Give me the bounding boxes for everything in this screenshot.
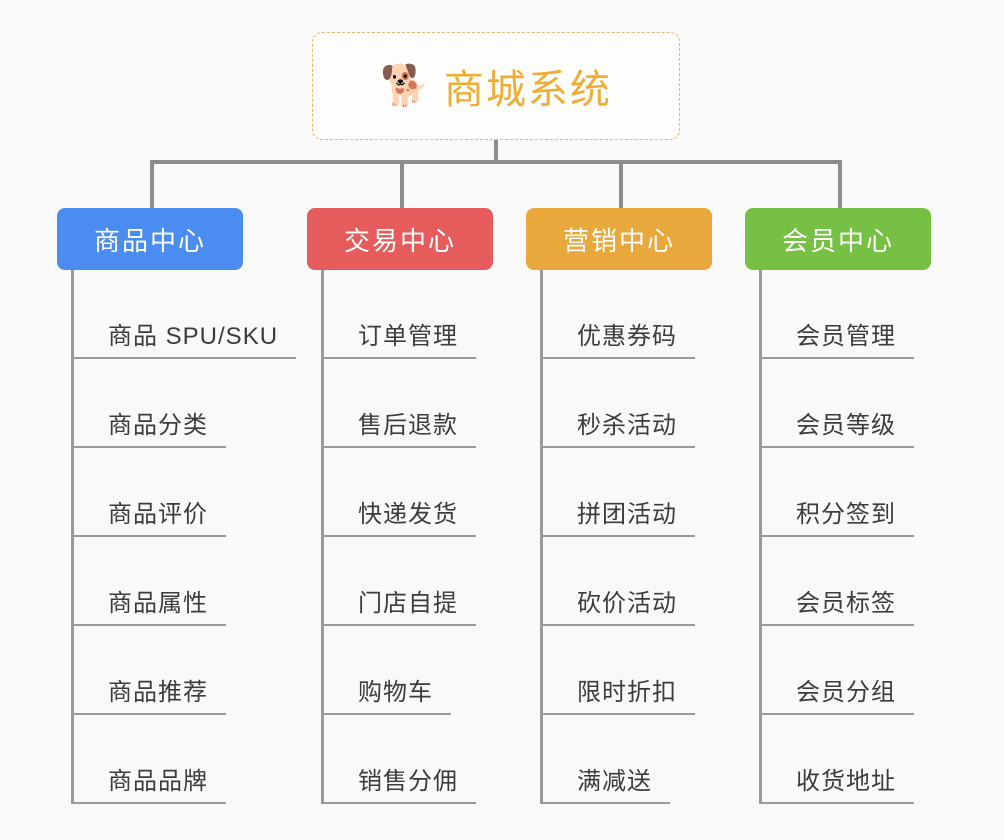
leaf-underline: 满减送: [543, 761, 670, 804]
leaf-item[interactable]: 砍价活动: [543, 537, 712, 626]
leaf-item[interactable]: 商品评价: [74, 448, 243, 537]
leaf-underline: 商品属性: [74, 583, 226, 626]
leaf-label: 满减送: [577, 768, 652, 795]
leaf-underline: 会员等级: [762, 405, 914, 448]
leaf-item[interactable]: 限时折扣: [543, 626, 712, 715]
shiba-dog-icon: 🐕: [380, 63, 430, 109]
connector-drop-member-center: [838, 160, 842, 208]
leaf-underline: 收货地址: [762, 761, 914, 804]
connector-root-stem: [494, 140, 498, 164]
column-marketing-center: 营销中心优惠券码秒杀活动拼团活动砍价活动限时折扣满减送: [526, 208, 712, 804]
leaf-label: 销售分佣: [358, 768, 458, 795]
leaf-label: 购物车: [358, 679, 433, 706]
column-member-center: 会员中心会员管理会员等级积分签到会员标签会员分组收货地址: [745, 208, 931, 804]
leaf-underline: 购物车: [324, 672, 451, 715]
leaf-item[interactable]: 销售分佣: [324, 715, 493, 804]
leaf-underline: 订单管理: [324, 316, 476, 359]
leaf-label: 商品品牌: [108, 768, 208, 795]
leaf-item[interactable]: 订单管理: [324, 270, 493, 359]
leaf-item[interactable]: 会员等级: [762, 359, 931, 448]
leaf-underline: 商品 SPU/SKU: [74, 316, 297, 359]
leaf-item[interactable]: 收货地址: [762, 715, 931, 804]
leaf-item[interactable]: 会员分组: [762, 626, 931, 715]
leaf-underline: 积分签到: [762, 494, 914, 537]
leaf-label: 商品属性: [108, 590, 208, 617]
leaf-label: 砍价活动: [577, 590, 677, 617]
leaf-label: 拼团活动: [577, 501, 677, 528]
leaf-label: 商品推荐: [108, 679, 208, 706]
leaf-label: 会员管理: [796, 323, 896, 350]
category-header-trade-center[interactable]: 交易中心: [307, 208, 493, 270]
leaf-label: 商品分类: [108, 412, 208, 439]
leaf-item[interactable]: 优惠券码: [543, 270, 712, 359]
leaf-label: 限时折扣: [577, 679, 677, 706]
leaf-item[interactable]: 会员管理: [762, 270, 931, 359]
leaf-list-product-center: 商品 SPU/SKU 商品分类商品评价商品属性商品推荐商品品牌: [71, 270, 297, 804]
leaf-label: 积分签到: [796, 501, 896, 528]
leaf-underline: 商品品牌: [74, 761, 226, 804]
leaf-underline: 销售分佣: [324, 761, 476, 804]
leaf-item[interactable]: 秒杀活动: [543, 359, 712, 448]
leaf-underline: 门店自提: [324, 583, 476, 626]
leaf-item[interactable]: 商品分类: [74, 359, 243, 448]
leaf-label: 会员等级: [796, 412, 896, 439]
leaf-label: 收货地址: [796, 768, 896, 795]
connector-drop-product-center: [150, 160, 154, 208]
leaf-item[interactable]: 售后退款: [324, 359, 493, 448]
leaf-underline: 会员分组: [762, 672, 914, 715]
leaf-item[interactable]: 满减送: [543, 715, 712, 804]
root-node[interactable]: 🐕 商城系统: [312, 32, 680, 140]
category-label: 交易中心: [343, 225, 456, 256]
root-title: 商城系统: [443, 68, 612, 112]
leaf-underline: 会员标签: [762, 583, 914, 626]
leaf-label: 会员分组: [796, 679, 896, 706]
leaf-underline: 优惠券码: [543, 316, 695, 359]
leaf-label: 门店自提: [358, 590, 458, 617]
category-header-marketing-center[interactable]: 营销中心: [526, 208, 712, 270]
category-header-member-center[interactable]: 会员中心: [745, 208, 931, 270]
leaf-label: 商品评价: [108, 501, 208, 528]
column-trade-center: 交易中心订单管理售后退款快递发货门店自提购物车销售分佣: [307, 208, 493, 804]
leaf-label: 秒杀活动: [577, 412, 677, 439]
category-label: 会员中心: [781, 225, 894, 256]
leaf-underline: 秒杀活动: [543, 405, 695, 448]
leaf-underline: 会员管理: [762, 316, 914, 359]
leaf-label: 会员标签: [796, 590, 896, 617]
leaf-label: 优惠券码: [577, 323, 677, 350]
leaf-item[interactable]: 拼团活动: [543, 448, 712, 537]
leaf-list-member-center: 会员管理会员等级积分签到会员标签会员分组收货地址: [759, 270, 931, 804]
leaf-item[interactable]: 门店自提: [324, 537, 493, 626]
leaf-item[interactable]: 快递发货: [324, 448, 493, 537]
category-header-product-center[interactable]: 商品中心: [57, 208, 243, 270]
leaf-item[interactable]: 积分签到: [762, 448, 931, 537]
column-product-center: 商品中心商品 SPU/SKU 商品分类商品评价商品属性商品推荐商品品牌: [57, 208, 297, 804]
leaf-label: 订单管理: [358, 323, 458, 350]
leaf-item[interactable]: 商品 SPU/SKU: [74, 270, 297, 359]
connector-horizontal-bus: [150, 160, 842, 164]
leaf-item[interactable]: 商品推荐: [74, 626, 243, 715]
leaf-underline: 商品分类: [74, 405, 226, 448]
leaf-item[interactable]: 商品属性: [74, 537, 243, 626]
leaf-item[interactable]: 商品品牌: [74, 715, 243, 804]
leaf-label: 售后退款: [358, 412, 458, 439]
connector-drop-trade-center: [400, 160, 404, 208]
leaf-list-marketing-center: 优惠券码秒杀活动拼团活动砍价活动限时折扣满减送: [540, 270, 712, 804]
leaf-underline: 拼团活动: [543, 494, 695, 537]
leaf-list-trade-center: 订单管理售后退款快递发货门店自提购物车销售分佣: [321, 270, 493, 804]
connector-drop-marketing-center: [619, 160, 623, 208]
leaf-underline: 商品推荐: [74, 672, 226, 715]
leaf-item[interactable]: 会员标签: [762, 537, 931, 626]
leaf-label: 快递发货: [358, 501, 458, 528]
leaf-underline: 售后退款: [324, 405, 476, 448]
leaf-underline: 限时折扣: [543, 672, 695, 715]
leaf-underline: 砍价活动: [543, 583, 695, 626]
leaf-underline: 商品评价: [74, 494, 226, 537]
leaf-underline: 快递发货: [324, 494, 476, 537]
leaf-item[interactable]: 购物车: [324, 626, 493, 715]
leaf-label: 商品 SPU/SKU: [108, 323, 279, 350]
category-label: 营销中心: [562, 225, 675, 256]
category-label: 商品中心: [93, 225, 206, 256]
